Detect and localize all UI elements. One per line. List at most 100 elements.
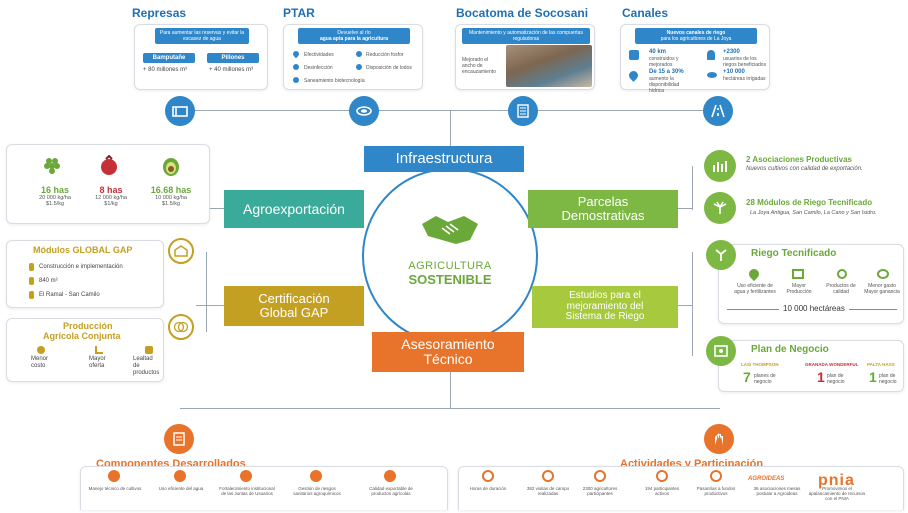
pillar-estudios[interactable]: Estudios para el mejoramiento del Sistem…	[532, 286, 678, 328]
ptar-note-1: Devuelve al río	[337, 30, 371, 36]
parcelas-line-1: Parcelas	[577, 194, 629, 210]
actividad-label: 194 participantes activos	[644, 486, 680, 496]
pillar-infraestructura[interactable]: Infraestructura	[364, 146, 524, 172]
water-tap-icon	[706, 240, 736, 270]
ptar-item-2: Reducción fosfor	[366, 52, 404, 58]
intake-gate-icon	[508, 96, 538, 126]
agro-price: $1.5/kg	[45, 201, 65, 207]
plan-b-txt: plan de negocio	[827, 373, 845, 385]
produccion-card: Producción Agrícola Conjunta Menor costo…	[6, 318, 164, 382]
cert-line-2: Global GAP	[259, 305, 329, 320]
plan-b-name: GRANADA WONDERFUL	[805, 362, 859, 367]
canales-card: Nuevos canales de riego para los agricul…	[620, 24, 770, 94]
field-icon	[707, 72, 717, 78]
money-icon	[877, 269, 889, 279]
pillar-agroexportacion[interactable]: Agroexportación	[224, 190, 364, 228]
estudios-line-1: Estudios para el	[569, 290, 641, 302]
pillones-value: + 40 millones m³	[209, 67, 254, 73]
plan-b-num: 1	[817, 369, 825, 385]
actividad-label: Pasantías a fundos productivos	[696, 486, 736, 496]
actividad-label: 36 asociaciones mesas postular a Agroide…	[753, 486, 801, 496]
boot-icon	[542, 470, 554, 482]
actividad-label: Horas de duración	[469, 486, 507, 491]
riego-item-4: Menor gasto Mayor ganancia	[864, 283, 900, 295]
riego-item-3: Productos de calidad	[826, 283, 856, 295]
bottom-connector-h	[180, 408, 720, 409]
plan-a-txt: planes de negocio	[754, 373, 776, 385]
crops-icon	[704, 150, 736, 182]
riego-total: 10 000 hectáreas	[779, 304, 849, 313]
bars-icon	[95, 346, 103, 354]
ases-line-2: Técnico	[423, 351, 473, 367]
gap-bullet-icon	[29, 263, 34, 271]
ptar-item-1: Efectividades	[304, 52, 334, 58]
agro-has: 8 has	[99, 185, 123, 195]
center-label-2: SOSTENIBLE	[408, 272, 492, 287]
business-plan-icon	[706, 336, 736, 366]
medal-icon	[837, 269, 847, 279]
handshake-icon	[420, 210, 480, 250]
ptar-note: Devuelve al río agua apta para la agricu…	[298, 28, 410, 44]
stat-40km-sub: construidos y mejorados	[649, 56, 679, 68]
actividad-label: 2300 agricultores participantes	[582, 486, 618, 496]
bamputane-value: + 80 millones m³	[143, 67, 188, 73]
gap-card: Módulos GLOBAL GAP Construcción e implem…	[6, 240, 164, 308]
pillones-label: Pillones	[207, 53, 259, 63]
parcelas-t2: 28 Módulos de Riego Tecnificado	[746, 198, 873, 207]
prod-c1a: Menor	[31, 356, 49, 362]
road-icon	[629, 50, 639, 60]
grapes-icon	[43, 155, 63, 177]
bocatoma-note: Mantenimiento y automatización de las co…	[462, 28, 590, 44]
drop-icon	[293, 64, 299, 70]
gap-row-2: 840 m²	[39, 278, 58, 284]
agro-yield: 20 000 kg/ha	[39, 195, 71, 201]
actividad-label: Promovimos el apalancamiento de recursos…	[808, 486, 866, 501]
stat-users-sub: usuarios de los riegos beneficiados	[723, 56, 767, 68]
pillar-asesoramiento[interactable]: Asesoramiento Técnico	[372, 332, 524, 372]
water-drop-icon	[174, 470, 186, 482]
right-connector-h2	[678, 305, 692, 306]
bocatoma-title: Bocatoma de Socosani	[456, 6, 589, 20]
riego-item-1: Uso eficiente de agua y fertilizantes	[734, 283, 776, 295]
canal-road-icon	[703, 96, 733, 126]
agro-yield: 10 000 kg/ha	[155, 195, 187, 201]
gap-bullet-icon	[29, 291, 34, 299]
central-ring	[362, 168, 538, 344]
gap-row-1: Construcción e implementación	[39, 264, 123, 270]
componente-label: Calidad exportable de productos agrícola…	[369, 486, 413, 496]
represas-note: Para aumentar las reservas y evitar la e…	[155, 28, 249, 44]
sprinkler-icon	[704, 192, 736, 224]
checklist-icon	[164, 424, 194, 454]
top-connector-drop	[450, 110, 451, 146]
greenhouse-icon	[168, 238, 194, 264]
stat-hectares: +10 000	[723, 69, 745, 75]
venn-icon	[168, 314, 194, 340]
agroideas-logo: AGROIDEAS	[748, 476, 785, 482]
plan-card: Plan de Negocio LASI THOMPSON 7 planes d…	[718, 340, 904, 392]
represas-title: Represas	[132, 6, 187, 20]
plan-a-name: LASI THOMPSON	[741, 362, 779, 367]
plan-c-num: 1	[869, 369, 877, 385]
ptar-card: Devuelve al río agua apta para la agricu…	[283, 24, 423, 90]
agro-price: $1.5/kg	[161, 201, 181, 207]
gap-bullet-icon	[29, 277, 34, 285]
center-label-1: AGRICULTURA	[408, 260, 492, 272]
drop-icon	[356, 64, 362, 70]
plan-c-name: PALTA HASS	[867, 362, 895, 367]
ptar-note-2: agua apta para la agricultura	[319, 36, 389, 42]
componente-label: Manejo técnico de cultivos	[88, 486, 142, 491]
plan-title: Plan de Negocio	[751, 344, 829, 355]
riego-card: Riego Tecnificado Uso eficiente de agua …	[718, 244, 904, 324]
shield-icon	[310, 470, 322, 482]
estudios-line-3: Sistema de Riego	[565, 311, 645, 323]
coin-icon	[37, 346, 45, 354]
pillar-parcelas[interactable]: Parcelas Demostrativas	[528, 190, 678, 228]
ptar-item-5: Saneamiento biotecnología	[304, 78, 365, 84]
pillar-certificacion[interactable]: Certificación Global GAP	[224, 286, 364, 326]
pomegranate-icon	[99, 154, 119, 177]
group-icon	[594, 470, 606, 482]
prod-c2a: Mayor	[89, 356, 106, 362]
